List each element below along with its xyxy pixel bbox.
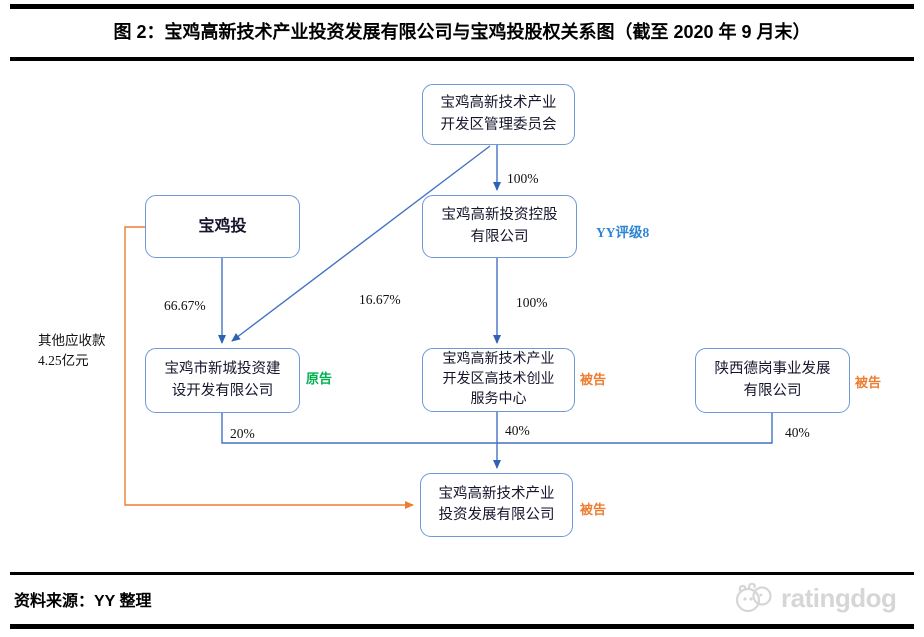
tag-defendant-degang: 被告 [855,375,882,390]
footer-divider [10,572,914,575]
node-degang: 陕西德岗事业发展 有限公司 [695,348,850,413]
tag-defendant-incubator: 被告 [580,372,607,387]
node-xincheng: 宝鸡市新城投资建 设开发有限公司 [145,348,300,413]
node-committee: 宝鸡高新技术产业 开发区管理委员会 [422,84,575,145]
node-baojitou: 宝鸡投 [145,195,300,258]
ratingdog-icon [735,582,772,613]
pct-committee-holding: 100% [505,171,541,187]
node-incubator: 宝鸡高新技术产业 开发区高技术创业 服务中心 [422,348,575,412]
pct-degang-target: 40% [783,425,812,441]
pct-holding-incubator: 100% [514,295,550,311]
source-note: 资料来源：YY 整理 [14,593,152,610]
tag-defendant-target: 被告 [580,502,607,517]
edge-committee-xincheng [231,145,491,342]
pct-baojitou-xincheng: 66.67% [162,298,208,314]
node-target: 宝鸡高新技术产业 投资发展有限公司 [420,473,573,537]
title-divider [10,57,914,61]
figure-title: 图 2：宝鸡高新技术产业投资发展有限公司与宝鸡投股权关系图（截至 2020 年 … [113,22,811,42]
top-divider [10,4,914,9]
receivable-note: 其他应收款 4.25亿元 [36,331,108,372]
pct-xincheng-target: 20% [228,426,257,442]
pct-incubator-target: 40% [503,423,532,439]
watermark-text: ratingdog [781,582,897,613]
tag-plaintiff-xincheng: 原告 [306,371,333,386]
node-holding: 宝鸡高新投资控股 有限公司 [422,195,577,258]
tag-yy-rating: YY评级8 [596,225,650,240]
watermark: ratingdog [733,579,897,617]
pct-committee-xincheng: 16.67% [357,292,403,308]
bottom-divider [10,624,914,629]
edge-receivable-orange [124,226,414,509]
